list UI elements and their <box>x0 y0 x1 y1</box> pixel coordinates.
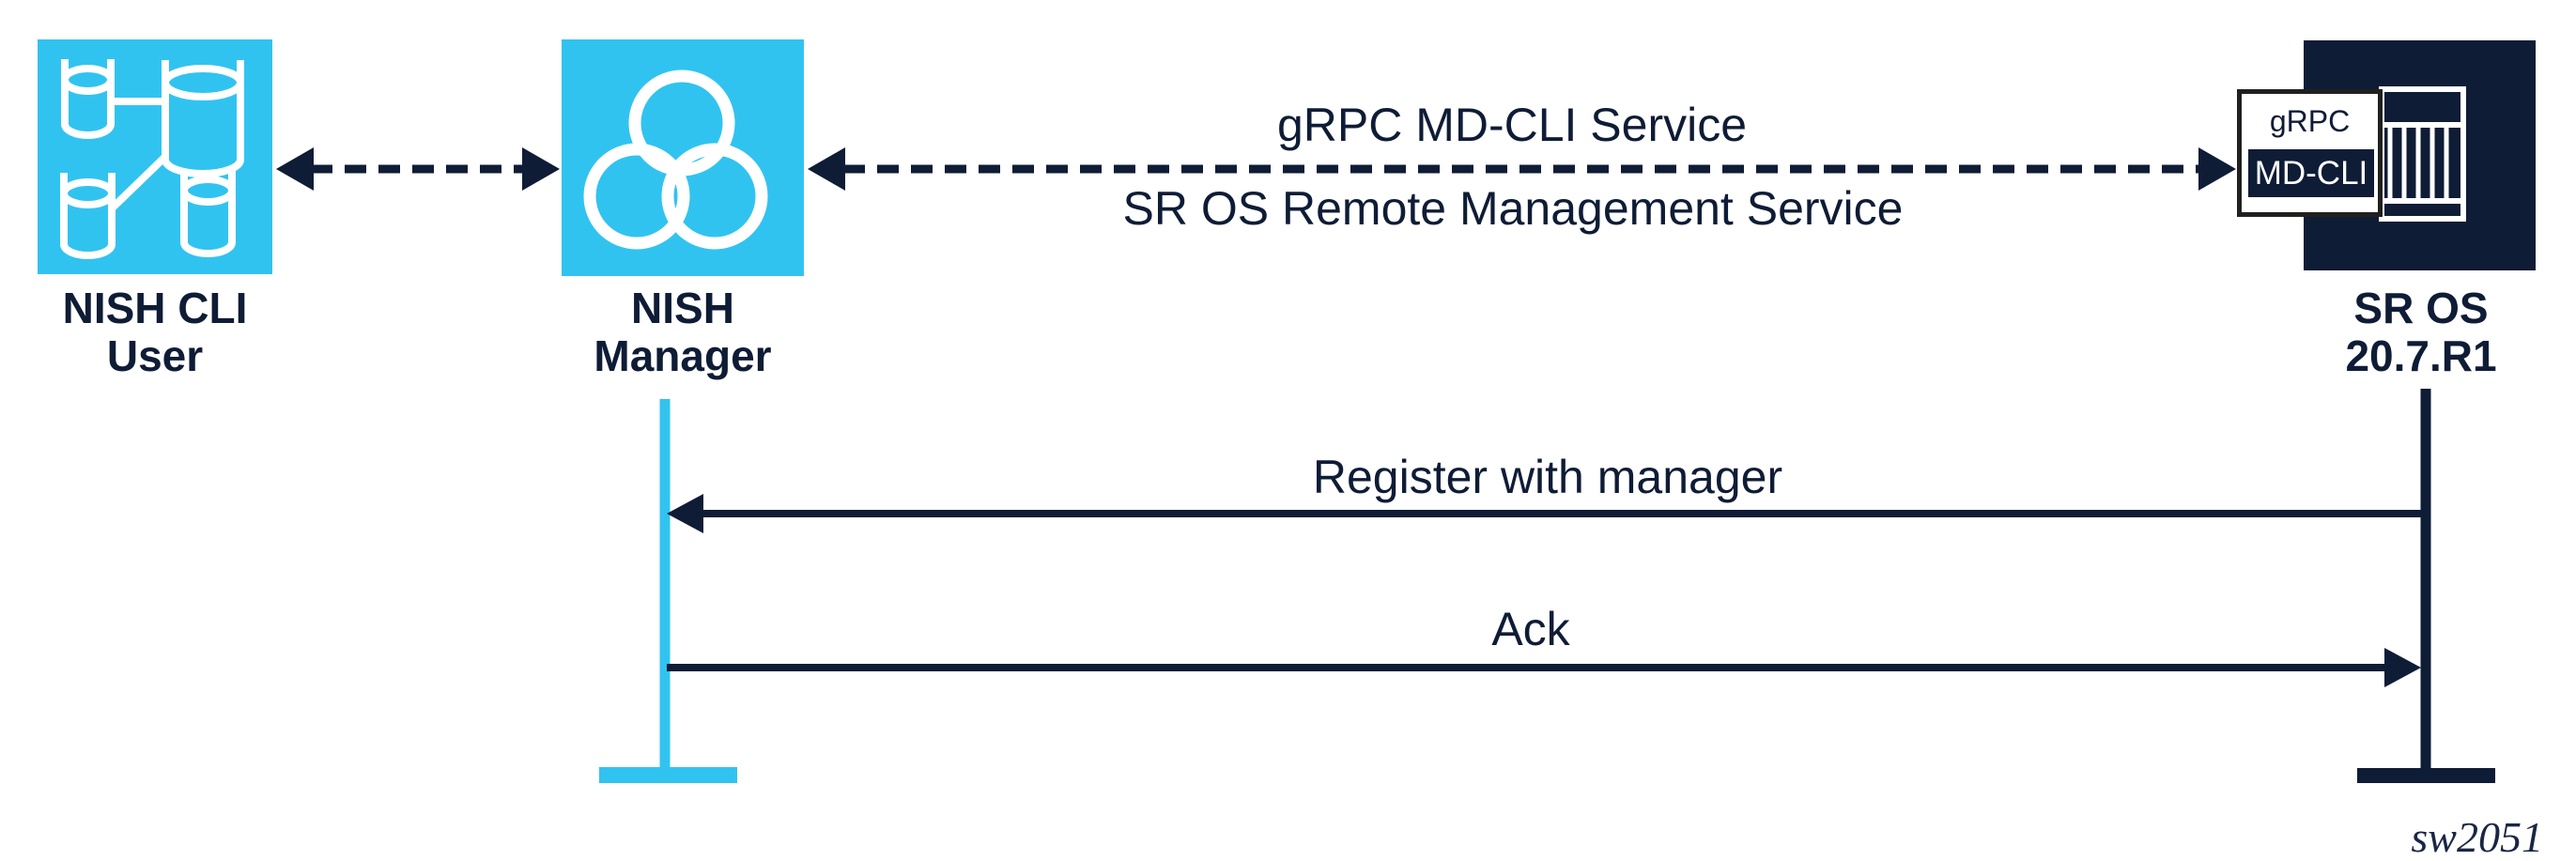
nish-manager-label-line1: NISH <box>631 284 734 332</box>
mdcli-badge-band: MD-CLI <box>2248 149 2374 197</box>
grpc-mdcli-badge: gRPC MD-CLI <box>2237 89 2383 217</box>
nish-manager-label-line2: Manager <box>594 331 772 380</box>
message-label-register: Register with manager <box>1312 451 1783 503</box>
message-label-ack: Ack <box>1491 603 1570 655</box>
database-cluster-icon <box>38 39 272 274</box>
lifeline-sros <box>2357 389 2495 783</box>
nish-manager-label: NISH Manager <box>476 284 889 380</box>
link-label-grpc-mdcli-service: gRPC MD-CLI Service <box>1276 99 1748 151</box>
nish-cli-user-label: NISH CLI User <box>0 284 362 380</box>
nish-manager-node <box>562 39 804 276</box>
link-label-sros-remote-management: SR OS Remote Management Service <box>1122 182 1904 235</box>
venn-circles-icon <box>562 39 804 276</box>
nish-cli-user-label-line1: NISH CLI <box>62 284 248 332</box>
sr-os-label-line2: 20.7.R1 <box>2345 331 2497 380</box>
nish-cli-user-node <box>38 39 272 274</box>
lifeline-manager <box>599 399 737 783</box>
nish-cli-user-label-line2: User <box>106 331 204 380</box>
sr-os-label-line1: SR OS <box>2353 284 2489 332</box>
sr-os-label: SR OS 20.7.R1 <box>2214 284 2576 380</box>
grpc-badge-title: gRPC <box>2269 104 2351 138</box>
figure-id: sw2051 <box>2411 813 2543 861</box>
dashed-link-user-manager <box>276 147 560 191</box>
